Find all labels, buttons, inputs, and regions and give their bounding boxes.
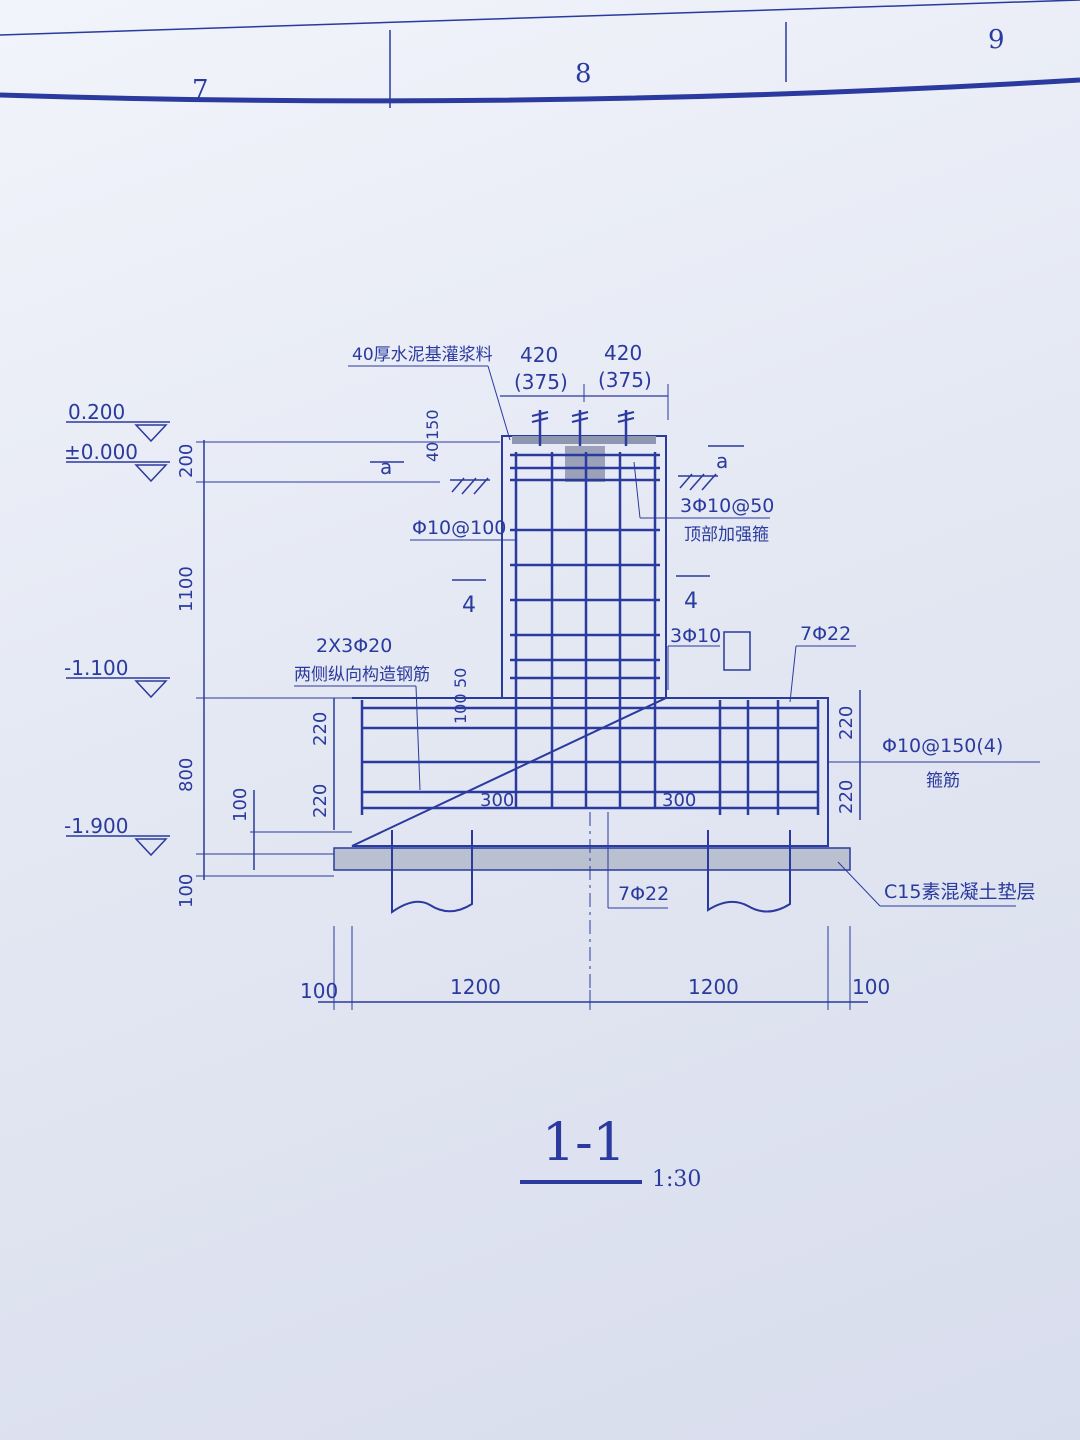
title-block-strip: 7 8 9 xyxy=(0,0,1080,108)
section-mark-4-right: 4 xyxy=(684,589,698,614)
elevation-markers: 0.200 ±0.000 -1.100 -1.900 xyxy=(64,400,170,857)
bars-7phi22-top: 7Φ22 xyxy=(800,623,851,645)
dim-220-top-right: 220 xyxy=(836,706,857,740)
side-bars-spec: 2X3Φ20 xyxy=(316,635,392,657)
pile-right xyxy=(707,830,791,913)
section-mark-4-left: 4 xyxy=(462,593,476,618)
mid-bars-spec: 3Φ10 xyxy=(670,625,721,647)
bottom-dimensions: 100 1200 1200 100 300 300 xyxy=(300,790,890,1010)
dim-150: 150 xyxy=(423,409,442,440)
dim-220-bottom-left: 220 xyxy=(310,784,331,818)
stirrup-spec: Φ10@100 xyxy=(412,517,506,539)
elevation-m1900: -1.900 xyxy=(64,814,128,838)
stirrup-top-spec: 3Φ10@50 xyxy=(680,495,774,517)
section-title: 1-1 1:30 xyxy=(520,1113,701,1192)
dim-40: 40 xyxy=(423,442,442,462)
dim-300-left: 300 xyxy=(480,790,514,811)
grid-number-7: 7 xyxy=(192,75,209,105)
dim-100-bottom: 100 xyxy=(176,874,197,908)
dim-200: 200 xyxy=(176,444,197,478)
dim-100: 100 xyxy=(230,788,251,822)
side-bars-note: 两侧纵向构造钢筋 xyxy=(294,665,430,685)
dim-1100: 1100 xyxy=(176,566,197,612)
section-mark-a-right: a xyxy=(716,449,728,473)
dim-100-inner: 100 xyxy=(451,693,470,724)
grout-layer xyxy=(512,436,656,444)
bar-detail-box xyxy=(723,631,751,671)
grid-number-9: 9 xyxy=(988,25,1005,55)
dim-420-right: 420 xyxy=(604,341,642,365)
section-title-text: 1-1 xyxy=(542,1113,626,1173)
dim-420-left: 420 xyxy=(520,343,558,367)
pile-left xyxy=(391,830,473,914)
base-stirrup-note: 箍筋 xyxy=(926,771,960,791)
dim-375-right: (375) xyxy=(598,368,652,392)
left-dimensions: 200 1100 800 100 100 220 220 40 150 50 1… xyxy=(176,409,500,908)
elevation-m1100: -1.100 xyxy=(64,656,128,680)
grout-label: 40厚水泥基灌浆料 xyxy=(352,345,493,365)
dim-800: 800 xyxy=(176,758,197,792)
dim-375-left: (375) xyxy=(514,370,568,394)
elevation-0000: ±0.000 xyxy=(64,440,138,464)
top-dimensions: 420 (375) 420 (375) xyxy=(500,341,669,420)
section-mark-a-left: a xyxy=(380,455,392,479)
concrete-label: C15素混凝土垫层 xyxy=(884,881,1035,903)
elevation-0200: 0.200 xyxy=(68,400,125,424)
dim-1200-right: 1200 xyxy=(688,975,739,999)
concrete-pad xyxy=(333,847,851,871)
section-scale: 1:30 xyxy=(652,1167,701,1192)
reinforcement xyxy=(360,410,820,815)
dim-300-right: 300 xyxy=(662,790,696,811)
annotations: 40厚水泥基灌浆料 a a 4 4 3Φ10@50 顶部加强箍 Φ10@100 … xyxy=(294,345,1035,909)
dim-1200-left: 1200 xyxy=(450,975,501,999)
bars-7phi22-bottom: 7Φ22 xyxy=(618,883,669,905)
stirrup-top-note: 顶部加强箍 xyxy=(684,525,769,545)
dim-100-bottom-right: 100 xyxy=(852,975,890,999)
right-dimensions: 220 220 xyxy=(828,690,1040,820)
base-stirrup-spec: Φ10@150(4) xyxy=(882,735,1003,757)
dim-50: 50 xyxy=(451,668,470,688)
dim-220-top-left: 220 xyxy=(310,712,331,746)
ground-hatch xyxy=(450,473,718,495)
foundation-outline xyxy=(333,435,851,1000)
dim-100-bottom-left: 100 xyxy=(300,979,338,1003)
grid-number-8: 8 xyxy=(575,59,592,89)
dim-220-bottom-right: 220 xyxy=(836,780,857,814)
